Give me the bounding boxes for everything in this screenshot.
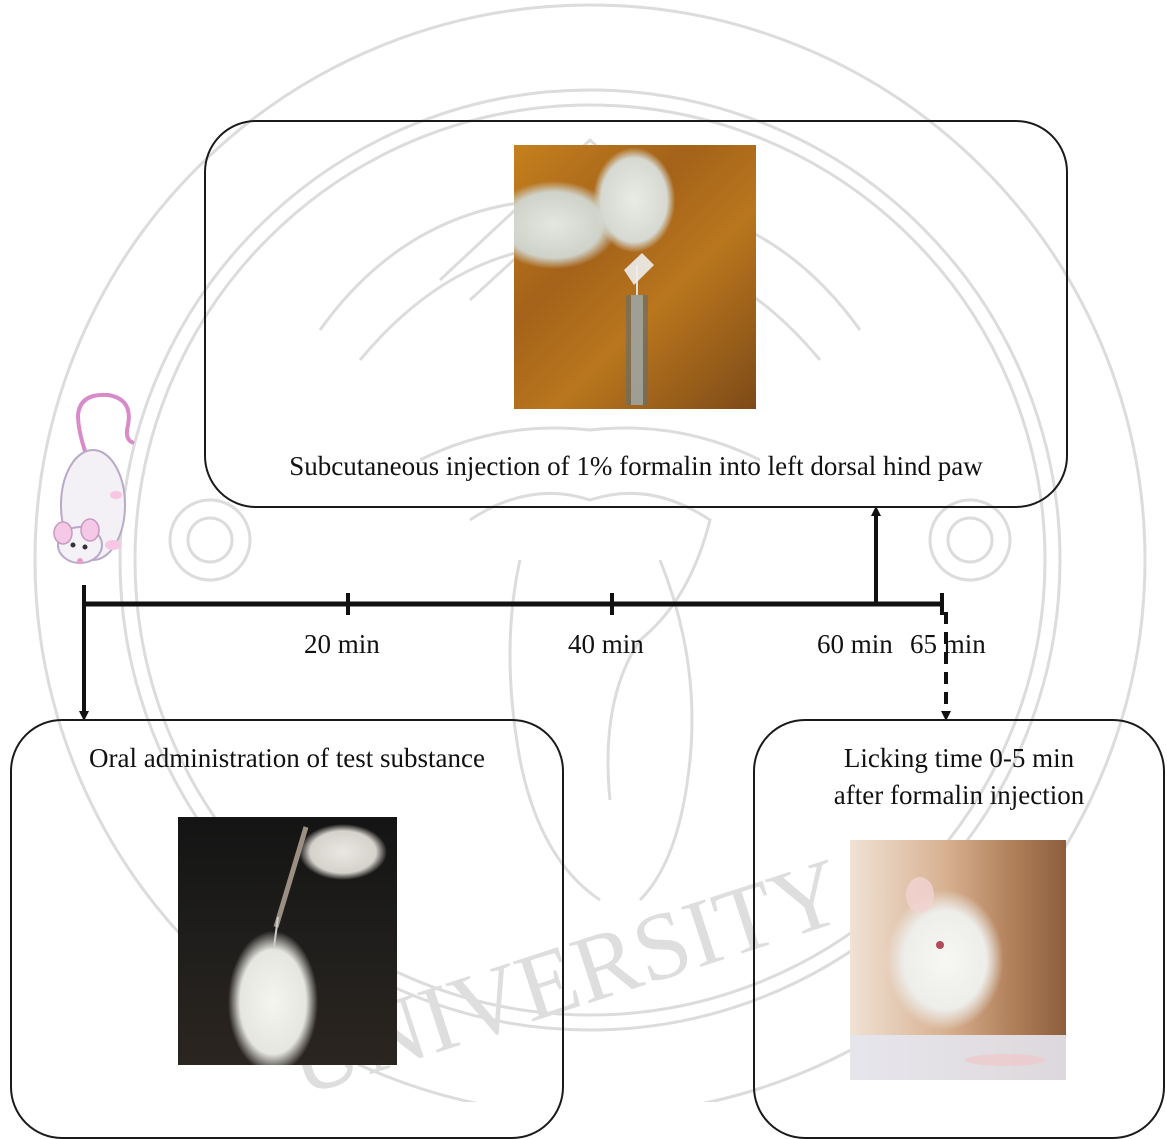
licking-caption-line2: after formalin injection	[753, 778, 1165, 812]
oral-caption: Oral administration of test substance	[10, 741, 564, 775]
tick-label-60: 60 min	[817, 628, 893, 660]
rat-licking-paw-photo	[850, 840, 1066, 1080]
oral-gavage-photo	[178, 817, 397, 1065]
syringe-paw-photo	[514, 145, 756, 409]
syringe-icon	[514, 145, 756, 409]
tick-label-40: 40 min	[568, 628, 644, 660]
tick-label-65: 65 min	[910, 628, 986, 660]
tick-label-20: 20 min	[304, 628, 380, 660]
rat-photo-details	[850, 840, 1066, 1080]
step-arrows	[84, 511, 946, 716]
gavage-needle-icon	[178, 817, 397, 1065]
licking-caption-line1: Licking time 0-5 min	[753, 741, 1165, 775]
rat-icon	[38, 385, 148, 575]
injection-caption: Subcutaneous injection of 1% formalin in…	[204, 449, 1068, 483]
timeline	[84, 593, 942, 615]
